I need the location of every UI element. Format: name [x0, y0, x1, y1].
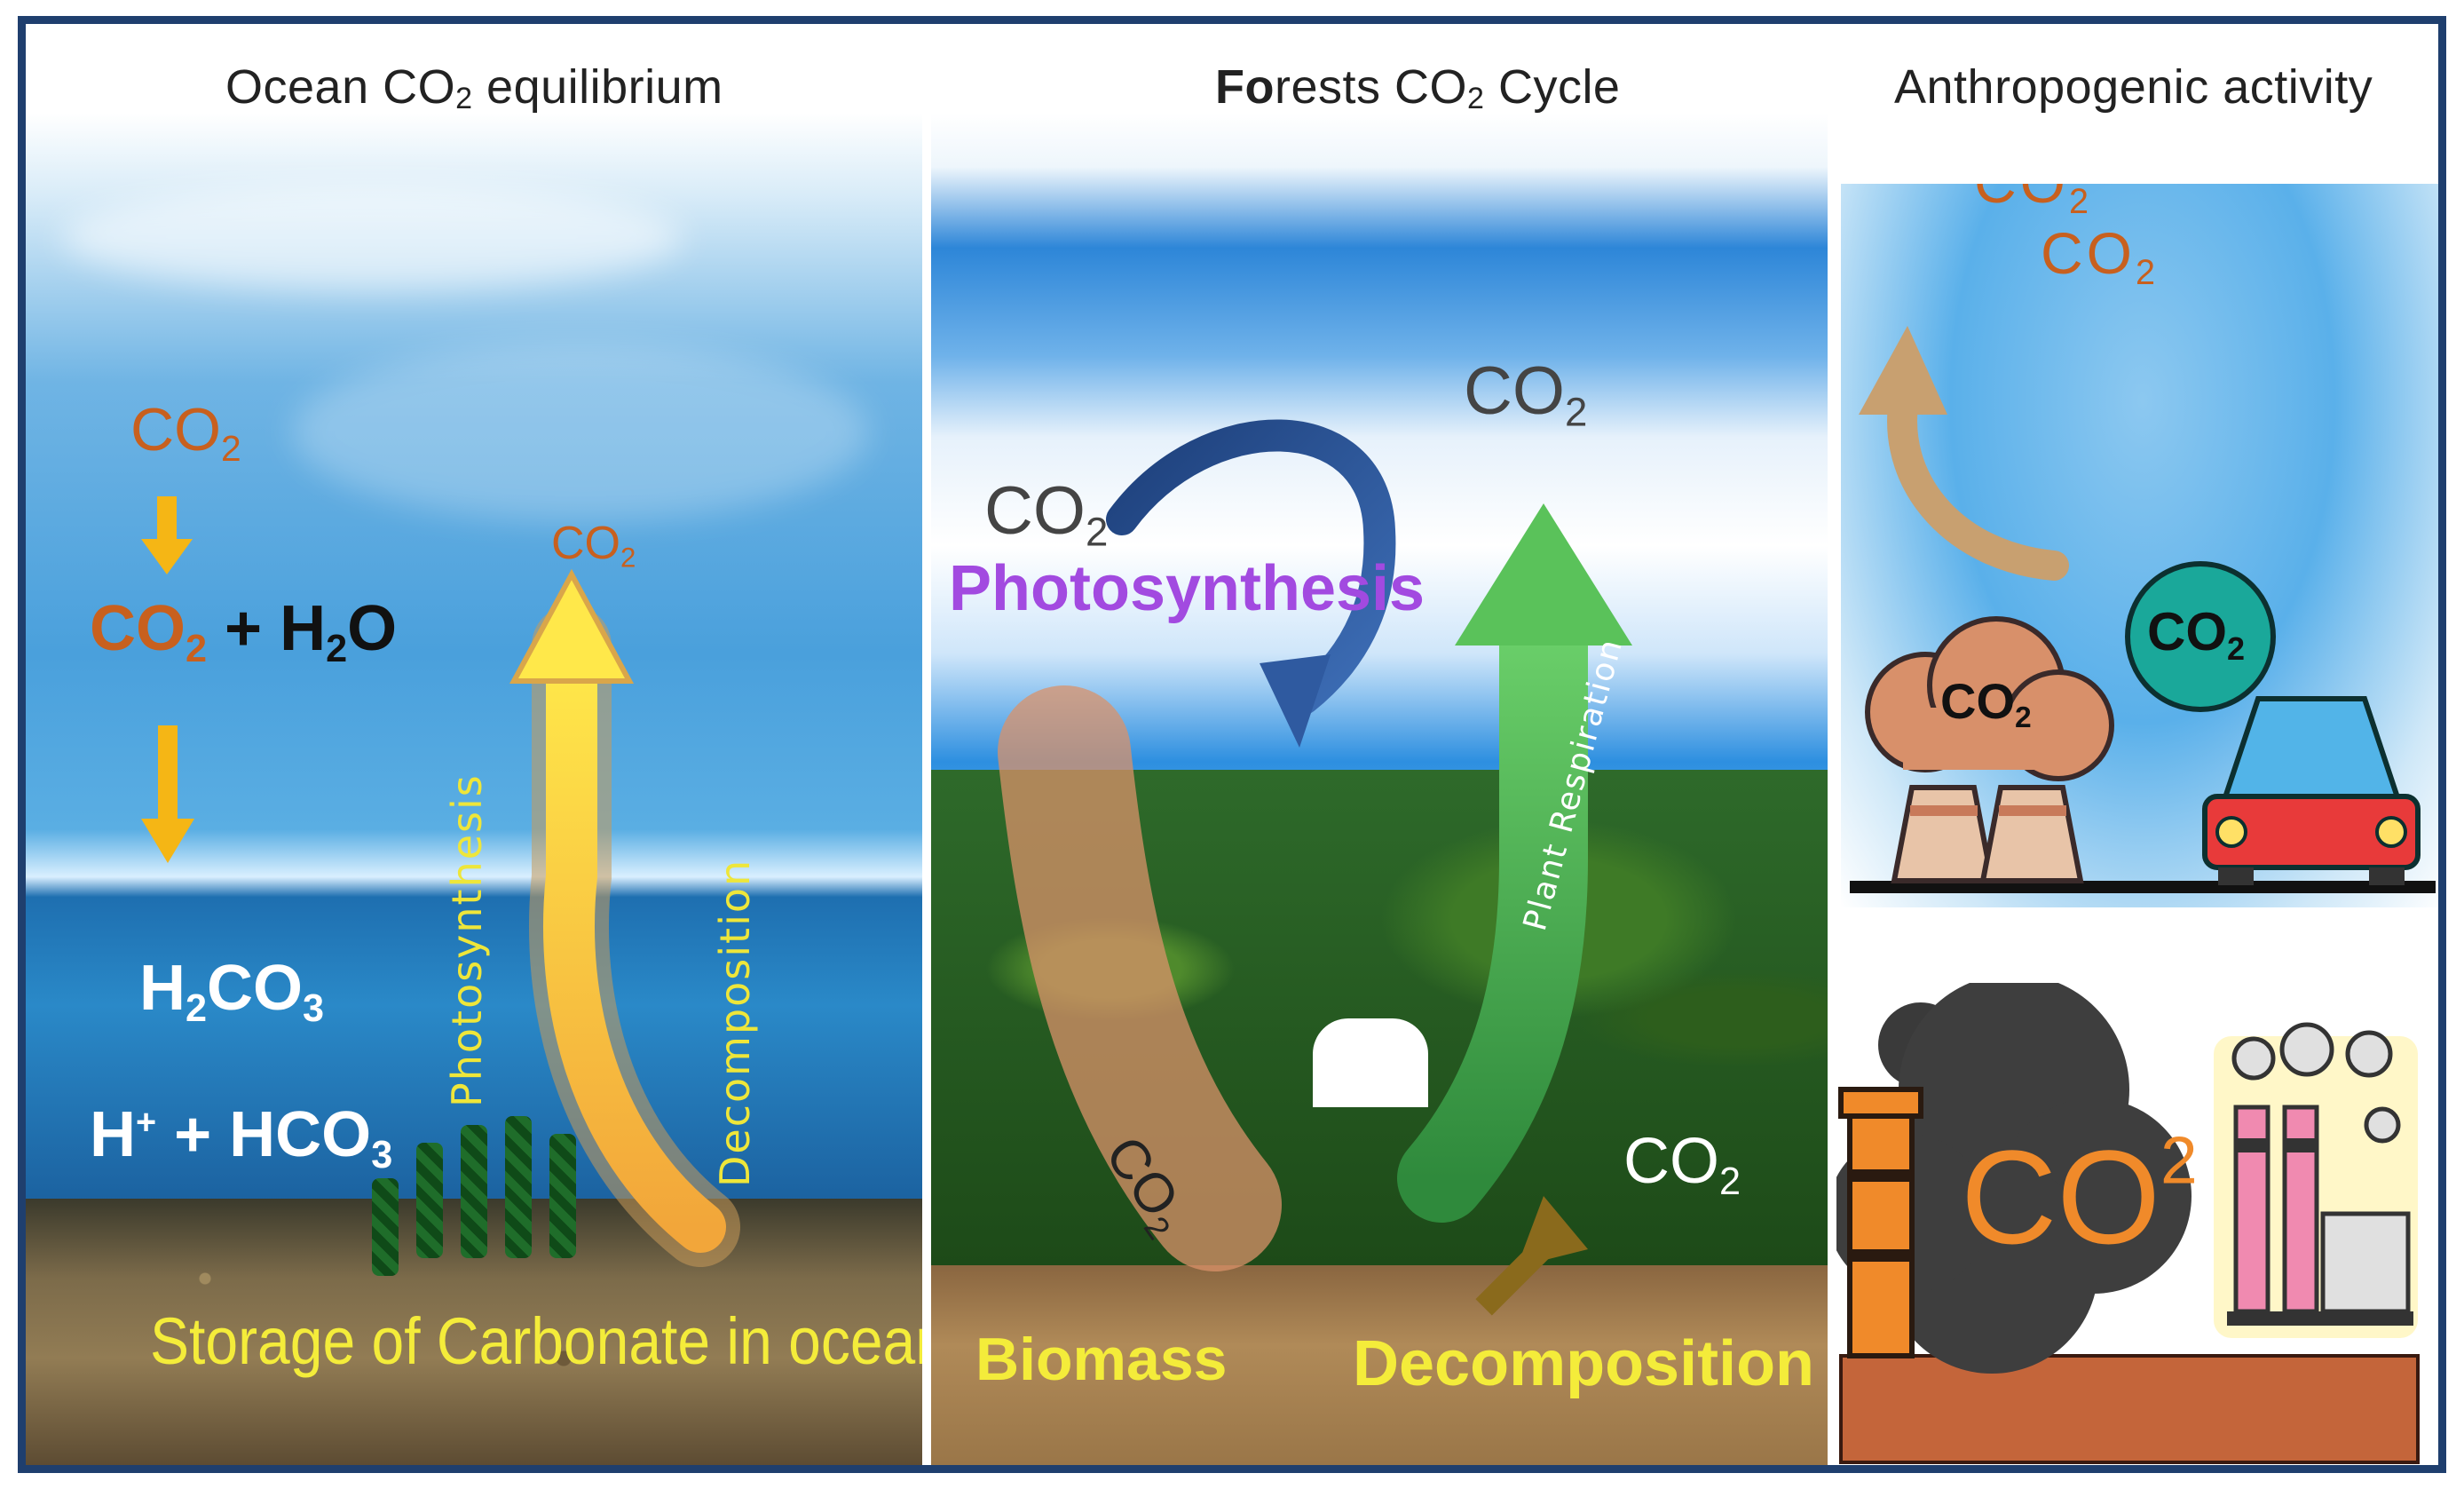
car-co2-label: CO2 — [2147, 602, 2246, 667]
seaweed — [372, 1178, 399, 1276]
seaweed — [505, 1116, 532, 1258]
factory-icon — [1865, 616, 2114, 883]
bicarbonate-label: H+ + HCO3 — [90, 1099, 393, 1176]
ocean-arrows — [141, 496, 740, 1267]
industrial-plant-icon — [2214, 1022, 2418, 1338]
curved-arrow-icon — [1859, 326, 2069, 581]
biomass-label: Biomass — [975, 1326, 1228, 1393]
forest-panel: CO2 Photosynthesis CO2 Plant Respiration… — [931, 113, 1828, 1465]
car-icon — [2125, 561, 2421, 885]
up-arrow-icon — [1475, 1196, 1588, 1316]
cloud-icon — [292, 344, 869, 521]
anthro-co2-a: CO2 — [1974, 184, 2093, 221]
ocean-photosynthesis-label: Photosynthesis — [443, 773, 491, 1107]
storage-carbonate-label: Storage of Carbonate in ocean — [150, 1303, 922, 1378]
down-arrow-icon — [141, 725, 194, 863]
forest-clearing — [1313, 1018, 1428, 1107]
diagram-frame: CO2 CO2 + H2O H2CO3 H+ + HCO3 CO2 Photos… — [18, 16, 2446, 1473]
surface-co2-label: CO2 — [130, 396, 241, 470]
forest-co2-left: CO2 — [984, 473, 1109, 555]
up-arrow-icon — [1397, 503, 1632, 1223]
anthro-bottom-panel: CO2 — [1836, 983, 2438, 1465]
forest-photosynthesis-label: Photosynthesis — [949, 553, 1425, 624]
seaweed — [549, 1134, 576, 1258]
factory-co2-label: CO2 — [1940, 673, 2032, 735]
biomass-co2-plume — [998, 685, 1282, 1271]
forest-ground — [931, 1265, 1828, 1465]
smokestack-icon — [1838, 1087, 1923, 1358]
anthro-bottom-graphics — [1836, 983, 2420, 1464]
forest-arrows — [998, 419, 1632, 1316]
rising-co2-label: CO2 — [551, 518, 636, 574]
anthro-top-panel: CO2 CO2 CO2 CO2 — [1841, 184, 2438, 907]
co2-water-reaction: CO2 + H2O — [90, 593, 398, 670]
decomp-co2-label: CO2 — [1623, 1126, 1741, 1203]
cloud-icon — [61, 184, 683, 290]
forest-panel-title: Forests CO2 Cycle — [1215, 60, 1621, 115]
carbonic-acid-label: H2CO3 — [139, 953, 325, 1030]
cloud-icon — [1836, 983, 2192, 1374]
anthro-panel-title: Anthropogenic activity — [1894, 60, 2373, 114]
seaweed — [416, 1143, 443, 1258]
anthro-top-graphics — [1850, 326, 2436, 893]
ocean-decomposition-label: Decomposition — [711, 858, 759, 1187]
up-arrow-icon — [509, 568, 740, 1267]
smokestack-co2-label: CO2 — [1961, 1122, 2198, 1271]
ocean-panel: CO2 CO2 + H2O H2CO3 H+ + HCO3 CO2 Photos… — [26, 113, 922, 1465]
anthro-co2-b: CO2 — [2041, 220, 2160, 292]
forest-co2-top-right: CO2 — [1464, 353, 1588, 435]
down-arrow-icon — [141, 496, 193, 574]
ocean-panel-title: Ocean CO2 equilibrium — [225, 60, 723, 115]
curved-arrow-icon — [1106, 419, 1396, 748]
seaweed — [461, 1125, 487, 1258]
forest-decomposition-label: Decomposition — [1353, 1328, 1815, 1399]
